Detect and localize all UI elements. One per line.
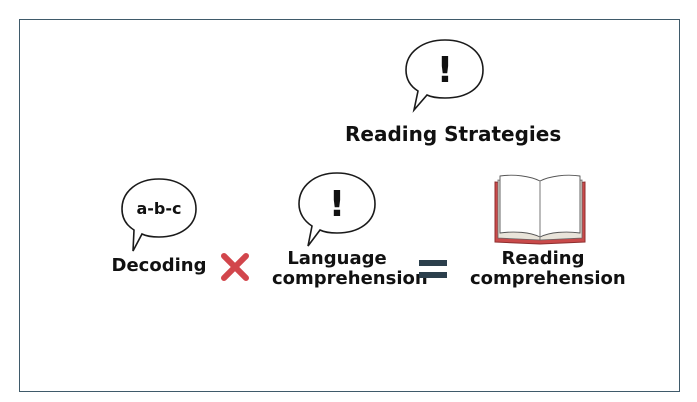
equals-operator-icon xyxy=(419,258,447,280)
decoding-label: Decoding xyxy=(111,255,207,276)
diagram-frame xyxy=(19,19,680,392)
language-comprehension-label: Language comprehension xyxy=(272,248,428,290)
language-label-line2: comprehension xyxy=(272,268,428,290)
language-label-line1: Language xyxy=(287,248,387,269)
reading-strategies-label: Reading Strategies xyxy=(345,122,562,146)
exclamation-glyph: ! xyxy=(329,184,345,225)
reading-comprehension-label: Reading comprehension xyxy=(470,248,626,290)
speech-bubble-exclamation-icon: ! xyxy=(403,38,487,114)
abc-glyph: a-b-c xyxy=(136,199,181,218)
multiply-operator-icon xyxy=(220,252,250,282)
speech-bubble-abc-icon: a-b-c xyxy=(119,177,199,255)
exclamation-glyph: ! xyxy=(437,50,453,91)
reading-label-line2: comprehension xyxy=(470,268,626,290)
speech-bubble-exclamation-icon: ! xyxy=(296,171,378,249)
open-book-icon xyxy=(492,172,588,246)
reading-label-line1: Reading xyxy=(501,248,585,269)
